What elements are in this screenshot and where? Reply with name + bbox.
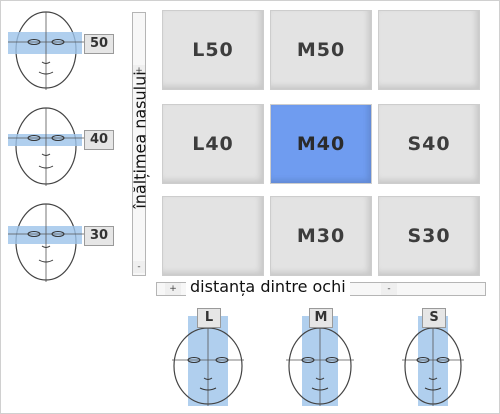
nose-height-tag: 50 xyxy=(84,34,114,54)
eye-distance-plus-button[interactable]: + xyxy=(165,283,181,295)
face-nose-height-30[interactable]: 30 xyxy=(6,200,114,284)
face-icon xyxy=(8,203,84,282)
grid-cell-L40[interactable]: L40 xyxy=(162,104,264,184)
grid-cell-L50[interactable]: L50 xyxy=(162,10,264,90)
face-eye-distance-S[interactable]: S xyxy=(400,308,466,408)
eye-distance-tag: S xyxy=(422,308,446,328)
grid-cell-S40[interactable]: S40 xyxy=(378,104,480,184)
grid-cell-S30[interactable]: S30 xyxy=(378,196,480,276)
face-icon xyxy=(8,107,84,186)
nose-height-plus-button[interactable]: + xyxy=(133,65,145,77)
face-icon xyxy=(286,316,354,406)
eye-distance-tag: M xyxy=(309,308,333,328)
grid-cell-empty-bottom-left[interactable] xyxy=(162,196,264,276)
grid-cell-M40-selected[interactable]: M40 xyxy=(270,104,372,184)
nose-height-tag: 40 xyxy=(84,130,114,150)
eye-distance-tag: L xyxy=(197,308,221,328)
face-icon xyxy=(172,316,244,406)
nose-height-label: înălțimea nasului xyxy=(130,71,150,209)
face-icon xyxy=(8,11,84,90)
grid-cell-empty-top-right[interactable] xyxy=(378,10,480,90)
eye-distance-label: distanța dintre ochi xyxy=(186,276,350,298)
face-icon xyxy=(402,316,464,406)
eye-distance-minus-button[interactable]: - xyxy=(381,283,397,295)
grid-cell-M30[interactable]: M30 xyxy=(270,196,372,276)
face-eye-distance-M[interactable]: M xyxy=(284,308,356,408)
nose-height-minus-button[interactable]: - xyxy=(133,261,145,273)
face-nose-height-40[interactable]: 40 xyxy=(6,104,114,188)
face-eye-distance-L[interactable]: L xyxy=(170,308,246,408)
nose-height-slider[interactable]: + - xyxy=(132,12,146,276)
face-nose-height-50[interactable]: 50 xyxy=(6,8,114,92)
nose-height-tag: 30 xyxy=(84,226,114,246)
grid-cell-M50[interactable]: M50 xyxy=(270,10,372,90)
